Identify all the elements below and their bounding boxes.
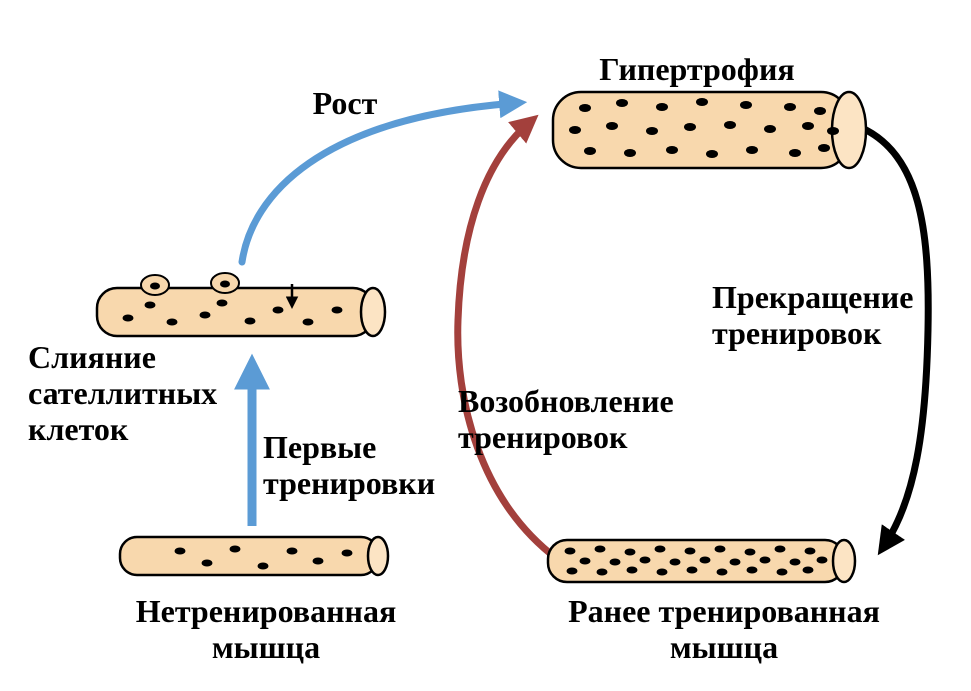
resume-training-arrow bbox=[454, 114, 560, 562]
stop-training-label-line1: Прекращение bbox=[712, 279, 913, 315]
trained-muscle-cap bbox=[831, 538, 857, 584]
satellite-fusion-label-line1: Слияние bbox=[28, 339, 156, 375]
growth-label: Рост bbox=[313, 85, 378, 121]
satellite-cell-nuclei bbox=[150, 280, 230, 290]
stop-training-label: Прекращение тренировок bbox=[712, 279, 913, 351]
untrained-muscle-nuclei bbox=[174, 545, 353, 570]
trained-muscle-label: Ранее тренированная мышца bbox=[568, 593, 880, 665]
satellite-muscle-cap bbox=[359, 286, 387, 338]
first-training-label-line2: тренировки bbox=[263, 465, 435, 501]
untrained-muscle-label-line2: мышца bbox=[212, 629, 320, 665]
satellite-fusion-label-line2: сателлитных bbox=[28, 375, 217, 411]
stop-training-arrow bbox=[858, 124, 932, 556]
satellite-fusion-label: Слияние сателлитных клеток bbox=[28, 339, 217, 447]
stop-training-label-line2: тренировок bbox=[712, 315, 882, 351]
first-training-label: Первые тренировки bbox=[263, 429, 435, 501]
trained-muscle bbox=[546, 538, 857, 584]
untrained-muscle-label-line1: Нетренированная bbox=[136, 593, 397, 629]
satellite-muscle-body bbox=[95, 286, 375, 338]
satellite-fusion-label-line3: клеток bbox=[28, 411, 129, 447]
untrained-muscle-label: Нетренированная мышца bbox=[136, 593, 397, 665]
trained-muscle-label-line2: мышца bbox=[670, 629, 778, 665]
first-training-label-line1: Первые bbox=[263, 429, 376, 465]
untrained-muscle-cap bbox=[366, 535, 390, 577]
satellite-muscle-nuclei bbox=[122, 299, 343, 326]
trained-muscle-nuclei bbox=[564, 545, 828, 576]
resume-training-label-line2: тренировок bbox=[458, 419, 628, 455]
untrained-muscle bbox=[118, 535, 390, 577]
untrained-muscle-body bbox=[118, 535, 380, 577]
trained-muscle-label-line1: Ранее тренированная bbox=[568, 593, 880, 629]
hypertrophied-muscle-nuclei bbox=[569, 98, 839, 158]
satellite-muscle bbox=[95, 272, 387, 338]
resume-training-label-line1: Возобновление bbox=[458, 383, 674, 419]
resume-training-label: Возобновление тренировок bbox=[458, 383, 674, 455]
hypertrophied-muscle bbox=[551, 90, 868, 170]
hypertrophy-label: Гипертрофия bbox=[599, 51, 794, 87]
growth-arrow bbox=[238, 90, 528, 266]
